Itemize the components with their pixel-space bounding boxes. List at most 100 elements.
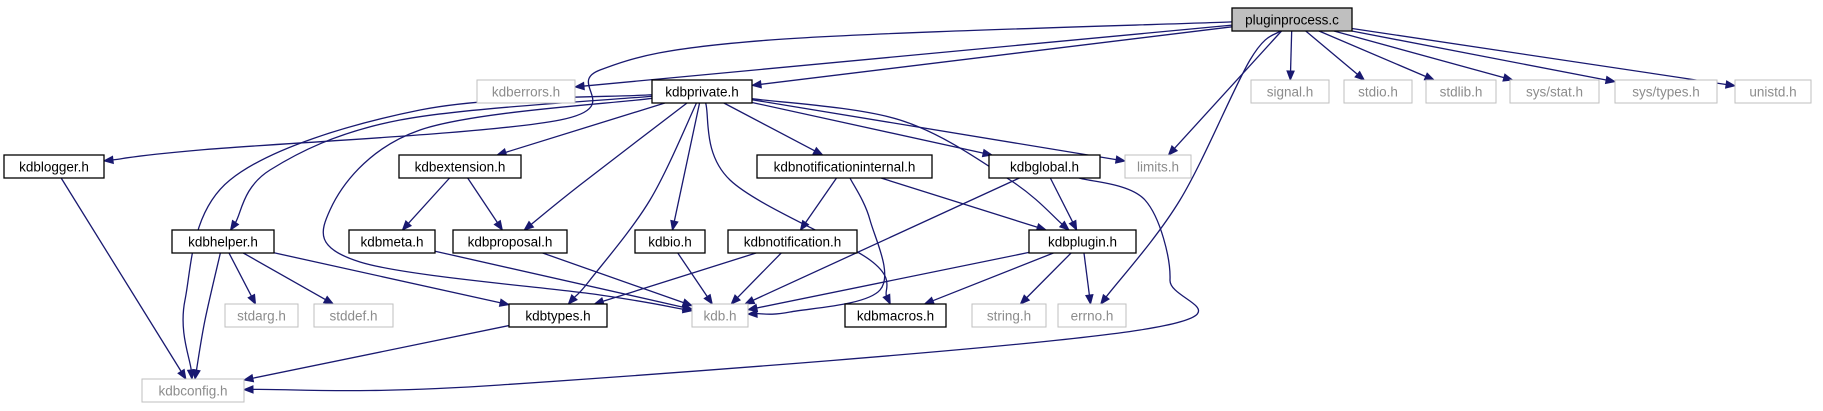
node-box [1028, 229, 1137, 254]
edge-line [530, 102, 688, 225]
edge-pluginprocess_c-to-sys_types_h [1351, 30, 1617, 85]
edge-arrowhead [567, 294, 578, 305]
node-kdbplugin-h[interactable]: kdbplugin.h [1028, 229, 1137, 254]
node-string-h: string.h [971, 303, 1047, 328]
node-kdbhelper-h[interactable]: kdbhelper.h [171, 229, 275, 254]
edge-line [1049, 177, 1074, 223]
node-label: pluginprocess.c [1245, 13, 1339, 28]
edge-line [252, 324, 510, 379]
node-label: stdlib.h [1440, 85, 1483, 100]
node-kdbnotificationinternal-h[interactable]: kdbnotificationinternal.h [756, 154, 933, 179]
edge-pluginprocess_c-to-sys_stat_h [1333, 30, 1514, 82]
node-box [727, 229, 858, 254]
edge-kdbprivate_h-to-kdbglobal_h [751, 101, 994, 158]
node-kdbglobal-h[interactable]: kdbglobal.h [988, 154, 1101, 179]
node-box [971, 303, 1047, 328]
node-label: kdberrors.h [492, 85, 560, 100]
node-kdblogger-h[interactable]: kdblogger.h [3, 154, 105, 179]
edge-arrowhead [498, 298, 511, 307]
edge-arrowhead [192, 368, 201, 381]
node-label: kdbproposal.h [468, 235, 553, 250]
node-label: kdbextension.h [415, 160, 506, 175]
node-kdbtypes-h[interactable]: kdbtypes.h [508, 303, 608, 328]
node-kdbprivate-h[interactable]: kdbprivate.h [651, 79, 753, 104]
node-box [313, 303, 394, 328]
edge-arrowhead [1354, 70, 1366, 81]
edge-arrowhead [229, 219, 240, 232]
edge-arrowhead [1167, 145, 1179, 156]
edge-arrowhead [681, 298, 694, 307]
edge-pluginprocess_c-to-signal_h [1286, 30, 1295, 82]
node-label: kdbprivate.h [665, 85, 739, 100]
node-stddef-h: stddef.h [313, 303, 394, 328]
edge-arrowhead [1068, 219, 1078, 232]
edge-line [434, 250, 684, 308]
edge-line [1351, 27, 1727, 86]
node-kdbmacros-h[interactable]: kdbmacros.h [844, 303, 947, 328]
edge-arrowhead [746, 303, 759, 313]
edges-layer [60, 21, 1737, 394]
node-box [1231, 7, 1353, 32]
node-box [756, 154, 933, 179]
node-label: kdblogger.h [19, 160, 89, 175]
edge-line [751, 99, 1117, 161]
node-label: kdbplugin.h [1048, 235, 1117, 250]
edge-line [1105, 30, 1281, 298]
node-sys-types-h: sys/types.h [1614, 79, 1718, 104]
node-kdbextension-h[interactable]: kdbextension.h [398, 154, 522, 179]
edge-kdbhelper_h-to-stddef_h [242, 252, 335, 305]
node-label: kdbmeta.h [360, 235, 423, 250]
node-pluginprocess-c[interactable]: pluginprocess.c [1231, 7, 1353, 32]
node-kdbconfig-h: kdbconfig.h [141, 378, 245, 403]
node-box [1250, 79, 1330, 104]
node-label: stdarg.h [237, 309, 286, 324]
node-box [1124, 154, 1192, 179]
edge-arrowhead [401, 220, 413, 231]
node-signal-h: signal.h [1250, 79, 1330, 104]
edge-kdbplugin_h-to-kdb_h [746, 251, 1030, 313]
node-label: errno.h [1071, 309, 1114, 324]
edge-pluginprocess_c-to-unistd_h [1351, 27, 1737, 89]
edge-kdbprivate_h-to-kdbplugin_h [751, 98, 1070, 231]
edge-line [407, 177, 451, 224]
node-stdlib-h: stdlib.h [1425, 79, 1497, 104]
edge-kdbglobal_h-to-kdb_h [743, 177, 1020, 305]
edge-line [751, 101, 984, 154]
edge-arrowhead [1423, 72, 1436, 81]
edge-arrowhead [1286, 70, 1295, 82]
edge-pluginprocess_c-to-kdblogger_h [102, 21, 1233, 165]
edge-line [252, 177, 1200, 392]
node-box [1057, 303, 1127, 328]
node-kdbio-h[interactable]: kdbio.h [634, 229, 706, 254]
edge-line [583, 24, 1233, 87]
edge-kdbplugin_h-to-kdbmacros_h [923, 252, 1054, 305]
node-box [1734, 79, 1812, 104]
edge-arrowhead [1604, 75, 1617, 85]
node-limits-h: limits.h [1124, 154, 1192, 179]
edge-arrowhead [322, 295, 335, 305]
node-box [651, 79, 753, 104]
edge-line [756, 177, 886, 315]
edge-pluginprocess_c-to-kdberrors_h [573, 24, 1233, 91]
node-box [1425, 79, 1497, 104]
edge-line [1305, 30, 1358, 75]
node-box [452, 229, 568, 254]
edge-line [242, 252, 326, 301]
node-kdbnotification-h[interactable]: kdbnotification.h [727, 229, 858, 254]
node-kdbproposal-h[interactable]: kdbproposal.h [452, 229, 568, 254]
node-label: kdbnotificationinternal.h [774, 160, 916, 175]
edge-line [1333, 30, 1505, 79]
edge-kdbnotification_h-to-kdb_h [730, 252, 782, 305]
node-kdbmeta-h[interactable]: kdbmeta.h [348, 229, 436, 254]
edge-line [1351, 30, 1607, 81]
edge-line [805, 177, 838, 223]
node-box [224, 303, 299, 328]
edge-line [112, 21, 1233, 161]
node-box [691, 303, 749, 328]
edge-kdbprivate_h-to-kdbmacros_h [705, 102, 891, 306]
edge-arrowhead [1502, 73, 1514, 82]
node-box [476, 79, 576, 104]
node-label: stdio.h [1358, 85, 1398, 100]
edge-arrowhead [1019, 294, 1031, 305]
edge-pluginprocess_c-to-kdbprivate_h [750, 26, 1233, 89]
